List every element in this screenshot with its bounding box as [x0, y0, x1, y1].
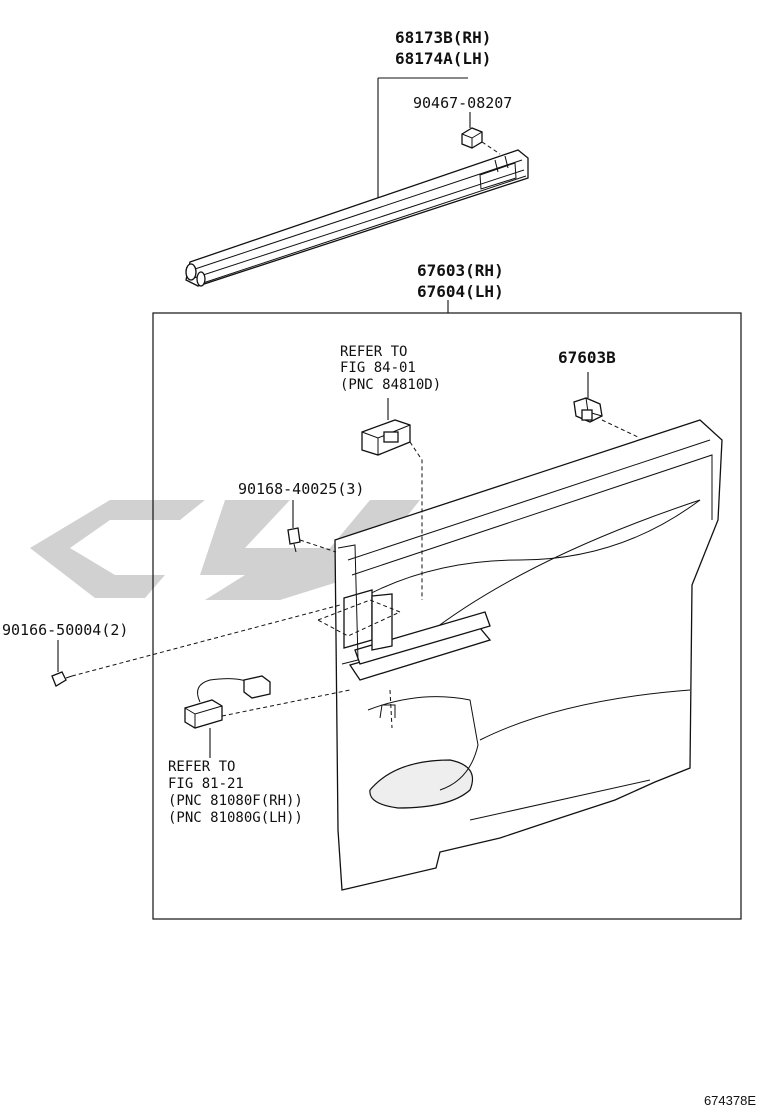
label-90166: 90166-50004(2) — [2, 621, 128, 639]
ref-harness-line3: (PNC 81080F(RH)) — [168, 793, 303, 809]
label-67603: 67603(RH) — [417, 261, 504, 280]
screw-90168-part — [287, 500, 337, 553]
ref-switch-line2: FIG 84-01 — [340, 360, 416, 376]
label-67603b: 67603B — [558, 348, 616, 367]
leader-moulding — [377, 77, 468, 198]
ref-switch-line1: REFER TO — [340, 344, 407, 360]
door-trim-panel-part — [334, 419, 723, 891]
trim-panel-frame — [152, 312, 742, 920]
label-68174a: 68174A(LH) — [395, 49, 491, 68]
label-67604: 67604(LH) — [417, 282, 504, 301]
label-90168: 90168-40025(3) — [238, 480, 364, 498]
label-90467: 90467-08207 — [413, 94, 512, 112]
label-68173b: 68173B(RH) — [395, 28, 491, 47]
harness-part — [184, 675, 351, 758]
ref-harness-line4: (PNC 81080G(LH)) — [168, 810, 303, 826]
clip-67603b-part — [573, 372, 641, 439]
clip-90467-part — [461, 127, 501, 155]
switch-bracket-part — [361, 398, 423, 600]
hidden-edge — [316, 599, 402, 637]
ref-harness-line1: REFER TO — [168, 759, 235, 775]
ref-harness-line2: FIG 81-21 — [168, 776, 244, 792]
illustration-id: 674378E — [704, 1093, 756, 1108]
belt-moulding-part — [185, 149, 529, 287]
screw-90166-part — [51, 604, 341, 687]
hidden-edge — [389, 689, 393, 729]
ref-switch-line3: (PNC 84810D) — [340, 377, 441, 393]
